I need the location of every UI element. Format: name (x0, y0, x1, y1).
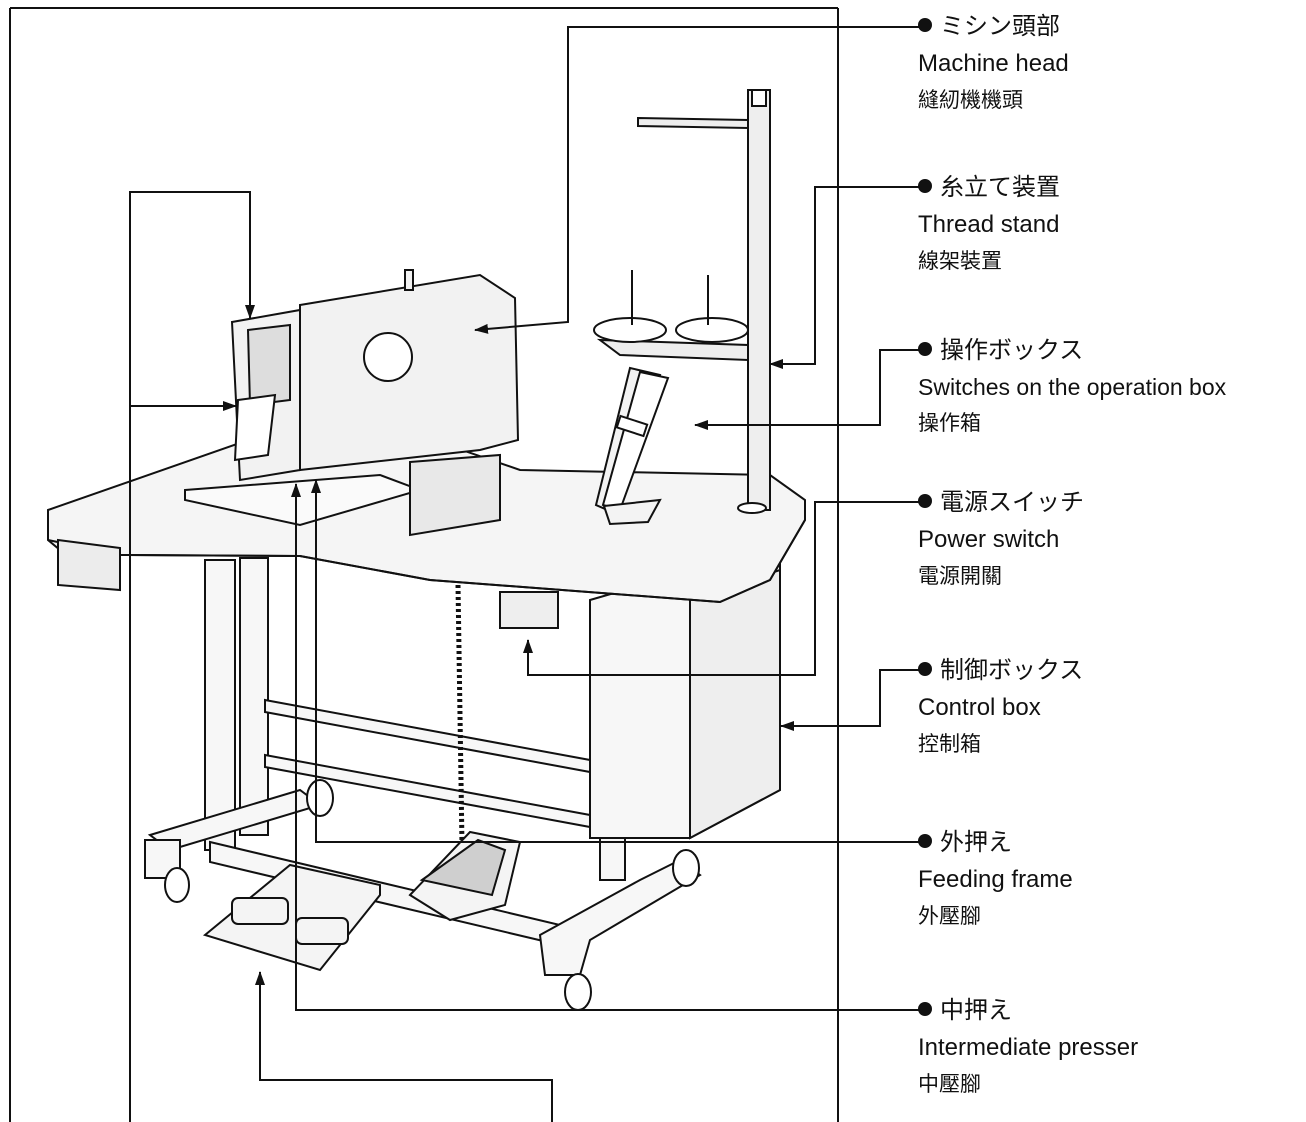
operation-box-drawing (594, 366, 670, 526)
label-zh: 縫紉機機頭 (918, 88, 1023, 112)
thread-stand-drawing (593, 89, 771, 514)
label-machine-head: ミシン頭部 Machine head 縫紉機機頭 (918, 14, 1069, 111)
label-intermediate-presser: 中押え Intermediate presser 中壓腳 (918, 998, 1138, 1095)
label-operation-box: 操作ボックス Switches on the operation box 操作箱 (918, 338, 1226, 434)
label-en: Machine head (918, 50, 1069, 77)
leader-lines (129, 26, 920, 1122)
casters (164, 779, 700, 1011)
label-jp: 外押え (940, 828, 1012, 856)
label-en: Feeding frame (918, 866, 1073, 893)
label-en: Thread stand (918, 211, 1060, 238)
frame-lines (9, 7, 839, 1122)
label-jp: 制御ボックス (940, 656, 1084, 684)
label-jp: 電源スイッチ (940, 488, 1084, 516)
bullet-icon (918, 834, 932, 848)
label-zh: 操作箱 (918, 411, 981, 435)
label-zh: 外壓腳 (918, 904, 981, 928)
label-en: Power switch (918, 526, 1060, 553)
bullet-icon (918, 494, 932, 508)
bullet-icon (918, 342, 932, 356)
machine-head-drawing (184, 269, 520, 537)
label-control-box: 制御ボックス Control box 控制箱 (918, 658, 1083, 755)
pedals (202, 830, 522, 972)
label-zh: 電源開關 (918, 564, 1002, 588)
label-zh: 中壓腳 (918, 1072, 981, 1096)
label-jp: ミシン頭部 (940, 12, 1060, 40)
label-jp: 糸立て装置 (940, 173, 1060, 201)
label-thread-stand: 糸立て装置 Thread stand 線架裝置 (918, 175, 1060, 272)
label-en: Switches on the operation box (918, 374, 1227, 400)
label-power-switch: 電源スイッチ Power switch 電源開關 (918, 490, 1084, 587)
label-en: Control box (918, 694, 1041, 721)
label-feeding-frame: 外押え Feeding frame 外壓腳 (918, 830, 1073, 927)
bullet-icon (918, 18, 932, 32)
label-zh: 線架裝置 (918, 249, 1002, 273)
label-zh: 控制箱 (918, 732, 981, 756)
bullet-icon (918, 179, 932, 193)
label-en: Intermediate presser (918, 1034, 1139, 1061)
label-jp: 操作ボックス (940, 336, 1084, 364)
bullet-icon (918, 662, 932, 676)
bullet-icon (918, 1002, 932, 1016)
label-jp: 中押え (940, 996, 1012, 1024)
chain (455, 584, 465, 846)
